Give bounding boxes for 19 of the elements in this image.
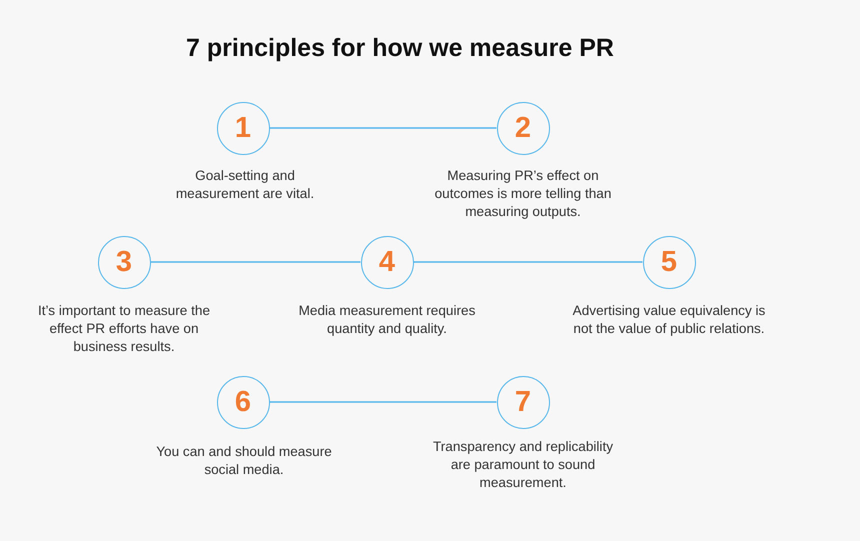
connector-line (150, 261, 360, 263)
principle-text: Goal-setting and measurement are vital. (174, 167, 316, 203)
principle-text: It’s important to measure the effect PR efforts have on business results. (36, 302, 212, 356)
connector-line (414, 261, 642, 263)
step-number: 6 (234, 388, 252, 416)
principle-text: You can and should measure social media. (155, 443, 333, 479)
title: 7 principles for how we measure PR (185, 34, 615, 63)
step-number: 5 (660, 248, 678, 276)
principle-text: Media measurement requires quantity and quality. (298, 302, 476, 338)
connector-line (270, 401, 496, 403)
principle-text: Transparency and replicability are paramount to sound measurement. (432, 438, 614, 492)
principle-text: Advertising value equivalency is not the value of public relations. (572, 302, 766, 338)
step-number: 2 (514, 114, 532, 142)
step-number: 1 (234, 114, 252, 142)
principle-text: Measuring PR’s effect on outcomes is more telling than measuring outputs. (434, 167, 612, 221)
step-number: 3 (116, 248, 132, 276)
step-number: 7 (514, 388, 532, 416)
step-number: 4 (378, 248, 396, 276)
connector-line (270, 127, 496, 129)
